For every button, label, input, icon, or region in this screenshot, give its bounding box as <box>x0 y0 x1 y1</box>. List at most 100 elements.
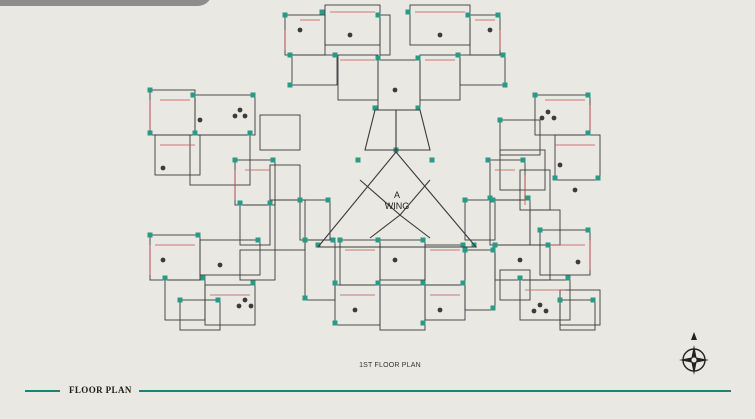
room-44 <box>464 249 496 311</box>
room-12 <box>154 134 201 176</box>
column-21 <box>585 130 591 136</box>
column-5 <box>495 12 501 18</box>
column-9 <box>415 55 421 61</box>
floor-plan-caption: 1ST FLOOR PLAN <box>359 362 421 369</box>
column-42 <box>537 227 543 233</box>
column-53 <box>375 280 381 286</box>
room-9 <box>377 59 421 111</box>
room-27 <box>149 234 201 281</box>
column-1 <box>319 9 325 15</box>
column-64 <box>177 297 183 303</box>
column-61 <box>490 247 496 253</box>
column-59 <box>330 237 336 243</box>
column-8 <box>375 55 381 61</box>
furniture-24 <box>217 262 223 268</box>
column-33 <box>525 195 531 201</box>
column-47 <box>565 275 571 281</box>
central-lobby <box>316 109 478 248</box>
furniture-14 <box>543 308 549 314</box>
furniture-27 <box>437 307 443 313</box>
room-0 <box>284 14 326 56</box>
furniture-13 <box>537 302 543 308</box>
column-67 <box>590 297 596 303</box>
footer-rule-right <box>139 390 731 392</box>
column-20 <box>497 117 503 123</box>
room-39 <box>424 244 466 286</box>
furniture-2 <box>232 113 238 119</box>
room-22 <box>274 199 306 251</box>
column-15 <box>147 130 153 136</box>
room-48 <box>559 299 596 331</box>
room-5 <box>291 54 338 86</box>
room-21 <box>239 204 271 246</box>
column-35 <box>490 197 496 203</box>
furniture-20 <box>347 32 353 38</box>
room-8 <box>419 54 461 101</box>
column-23 <box>595 175 601 181</box>
room-43 <box>304 239 336 301</box>
column-40 <box>200 275 206 281</box>
column-39 <box>162 275 168 281</box>
column-75 <box>372 105 378 111</box>
furniture-25 <box>517 257 523 263</box>
column-36 <box>147 232 153 238</box>
column-52 <box>332 280 338 286</box>
room-16 <box>499 119 541 156</box>
room-25 <box>489 199 531 246</box>
column-76 <box>415 105 421 111</box>
column-17 <box>247 130 253 136</box>
room-3 <box>409 4 471 46</box>
column-71 <box>315 242 321 248</box>
column-51 <box>460 242 466 248</box>
header-corner-tab <box>0 0 212 6</box>
room-45 <box>299 199 331 241</box>
room-19 <box>234 159 276 206</box>
furniture-17 <box>487 27 493 33</box>
column-28 <box>297 197 303 203</box>
red-partition-lines <box>149 11 595 296</box>
column-45 <box>545 242 551 248</box>
column-69 <box>429 157 435 163</box>
furniture-15 <box>531 308 537 314</box>
room-47 <box>179 299 221 331</box>
column-66 <box>557 297 563 303</box>
room-40 <box>334 284 381 326</box>
column-3 <box>405 9 411 15</box>
room-14 <box>259 114 301 151</box>
wing-label-word: WING <box>384 201 410 211</box>
room-42 <box>424 284 466 321</box>
footer-rule-left <box>25 390 60 392</box>
furniture-dots <box>160 27 581 314</box>
column-10 <box>455 52 461 58</box>
column-34 <box>462 197 468 203</box>
furniture-8 <box>160 257 166 263</box>
room-30 <box>204 284 256 326</box>
furniture-0 <box>237 107 243 113</box>
column-46 <box>517 275 523 281</box>
room-15 <box>534 94 591 136</box>
furniture-5 <box>551 115 557 121</box>
furniture-7 <box>572 187 578 193</box>
furniture-11 <box>248 303 254 309</box>
room-outlines <box>149 4 601 331</box>
room-31 <box>239 249 276 281</box>
room-10 <box>149 89 196 136</box>
column-11 <box>500 52 506 58</box>
column-4 <box>465 12 471 18</box>
column-65 <box>215 297 221 303</box>
column-29 <box>325 197 331 203</box>
furniture-9 <box>575 259 581 265</box>
furniture-22 <box>197 117 203 123</box>
column-18 <box>532 92 538 98</box>
room-36 <box>499 269 531 301</box>
column-56 <box>332 320 338 326</box>
column-62 <box>302 295 308 301</box>
column-16 <box>192 130 198 136</box>
column-24 <box>232 157 238 163</box>
column-25 <box>270 157 276 163</box>
room-17 <box>554 134 601 181</box>
room-2 <box>379 14 391 56</box>
upper-corridor <box>364 109 431 151</box>
furniture-3 <box>545 109 551 115</box>
column-14 <box>250 92 256 98</box>
